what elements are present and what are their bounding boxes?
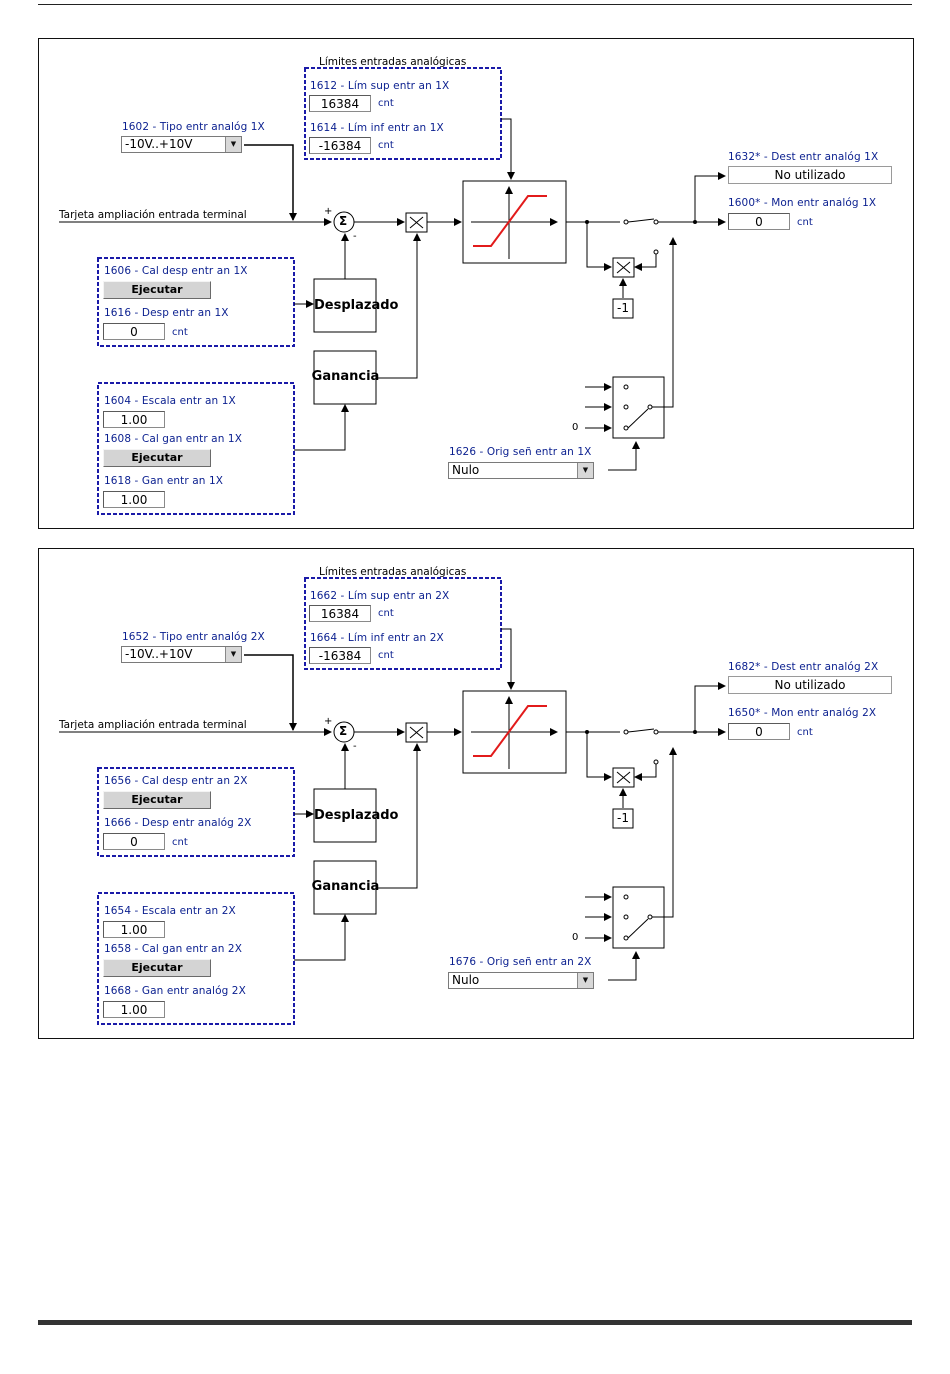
source-label: 1626 - Orig señ entr an 1X: [449, 446, 592, 458]
mon-field: 0: [728, 213, 790, 230]
source-select[interactable]: Nulo ▼: [448, 972, 594, 989]
offset-cal-label: 1606 - Cal desp entr an 1X: [104, 265, 248, 277]
negative-one-box: [612, 298, 634, 319]
gain-cal-label: 1608 - Cal gan entr an 1X: [104, 433, 242, 445]
mon-label: 1650* - Mon entr analóg 2X: [728, 707, 877, 719]
offset-field[interactable]: 0: [103, 323, 165, 340]
lower-limit-field[interactable]: -16384: [309, 647, 371, 664]
dest-label: 1632* - Dest entr analóg 1X: [728, 151, 879, 163]
offset-cal-label: 1656 - Cal desp entr an 2X: [104, 775, 248, 787]
zero-input-label: 0: [572, 932, 579, 943]
negative-one-label: -1: [617, 301, 629, 315]
bottom-rule: [38, 1320, 912, 1325]
dest-field[interactable]: No utilizado: [728, 676, 892, 694]
type-select-value: -10V..+10V: [125, 137, 193, 151]
plus-sign: +: [324, 716, 333, 727]
sigma-icon: Σ: [339, 214, 348, 228]
offset-field[interactable]: 0: [103, 833, 165, 850]
offset-dashed-box: [97, 767, 295, 857]
offset-block-label: Desplazado: [314, 298, 399, 313]
gain-execute-button[interactable]: Ejecutar: [103, 959, 211, 977]
gain-dashed-box: [97, 382, 295, 515]
limits-title: Límites entradas analógicas: [319, 56, 467, 68]
chevron-down-icon[interactable]: ▼: [577, 463, 593, 478]
scale-field[interactable]: 1.00: [103, 411, 165, 428]
gain-block: [313, 860, 377, 915]
gain-label: 1618 - Gan entr an 1X: [104, 475, 224, 487]
gain-field[interactable]: 1.00: [103, 1001, 165, 1018]
scale-label: 1654 - Escala entr an 2X: [104, 905, 236, 917]
lower-limit-field[interactable]: -16384: [309, 137, 371, 154]
type-select[interactable]: -10V..+10V ▼: [121, 646, 242, 663]
analog-input-1x-panel: Límites entradas analógicas 1612 - Lím s…: [38, 38, 914, 529]
lower-limit-unit: cnt: [378, 140, 394, 151]
gain-block-label: Ganancia: [311, 879, 380, 894]
offset-label: 1666 - Desp entr analóg 2X: [104, 817, 252, 829]
gain-execute-button[interactable]: Ejecutar: [103, 449, 211, 467]
source-label: 1676 - Orig señ entr an 2X: [449, 956, 592, 968]
analog-input-2x-panel: Límites entradas analógicas 1662 - Lím s…: [38, 548, 914, 1039]
negative-one-box: [612, 808, 634, 829]
mon-unit: cnt: [797, 727, 813, 738]
plus-sign: +: [324, 206, 333, 217]
upper-limit-unit: cnt: [378, 98, 394, 109]
gain-block-label: Ganancia: [311, 369, 380, 384]
source-select-value: Nulo: [452, 973, 480, 987]
type-label: 1602 - Tipo entr analóg 1X: [122, 121, 265, 133]
offset-block: [313, 788, 377, 843]
dest-field[interactable]: No utilizado: [728, 166, 892, 184]
lower-limit-label: 1664 - Lím inf entr an 2X: [310, 632, 444, 644]
lower-limit-label: 1614 - Lím inf entr an 1X: [310, 122, 444, 134]
top-rule: [38, 4, 912, 5]
offset-unit: cnt: [172, 327, 188, 338]
upper-limit-field[interactable]: 16384: [309, 605, 371, 622]
offset-dashed-box: [97, 257, 295, 347]
zero-input-label: 0: [572, 422, 579, 433]
offset-block-label: Desplazado: [314, 808, 399, 823]
dest-label: 1682* - Dest entr analóg 2X: [728, 661, 879, 673]
limits-title: Límites entradas analógicas: [319, 566, 467, 578]
negative-one-label: -1: [617, 811, 629, 825]
limits-dashed-box: [304, 577, 502, 670]
scale-field[interactable]: 1.00: [103, 921, 165, 938]
input-label: Tarjeta ampliación entrada terminal: [59, 719, 247, 731]
signal-flow-lines: [59, 67, 726, 515]
upper-limit-unit: cnt: [378, 608, 394, 619]
source-select[interactable]: Nulo ▼: [448, 462, 594, 479]
sigma-icon: Σ: [339, 724, 348, 738]
mon-unit: cnt: [797, 217, 813, 228]
limits-dashed-box: [304, 67, 502, 160]
upper-limit-label: 1612 - Lím sup entr an 1X: [310, 80, 450, 92]
gain-block: [313, 350, 377, 405]
chevron-down-icon[interactable]: ▼: [225, 137, 241, 152]
type-select-value: -10V..+10V: [125, 647, 193, 661]
offset-execute-button[interactable]: Ejecutar: [103, 791, 211, 809]
gain-field[interactable]: 1.00: [103, 491, 165, 508]
input-label: Tarjeta ampliación entrada terminal: [59, 209, 247, 221]
offset-label: 1616 - Desp entr an 1X: [104, 307, 229, 319]
limiter-curve: [473, 705, 547, 757]
minus-sign: -: [353, 231, 357, 242]
upper-limit-label: 1662 - Lím sup entr an 2X: [310, 590, 450, 602]
chevron-down-icon[interactable]: ▼: [225, 647, 241, 662]
scale-label: 1604 - Escala entr an 1X: [104, 395, 236, 407]
offset-execute-button[interactable]: Ejecutar: [103, 281, 211, 299]
mon-field: 0: [728, 723, 790, 740]
lower-limit-unit: cnt: [378, 650, 394, 661]
minus-sign: -: [353, 741, 357, 752]
source-select-value: Nulo: [452, 463, 480, 477]
signal-flow-lines: [59, 577, 726, 1025]
upper-limit-field[interactable]: 16384: [309, 95, 371, 112]
gain-label: 1668 - Gan entr analóg 2X: [104, 985, 246, 997]
type-select[interactable]: -10V..+10V ▼: [121, 136, 242, 153]
limiter-curve: [473, 195, 547, 247]
gain-dashed-box: [97, 892, 295, 1025]
offset-unit: cnt: [172, 837, 188, 848]
mon-label: 1600* - Mon entr analóg 1X: [728, 197, 877, 209]
gain-cal-label: 1658 - Cal gan entr an 2X: [104, 943, 242, 955]
chevron-down-icon[interactable]: ▼: [577, 973, 593, 988]
type-label: 1652 - Tipo entr analóg 2X: [122, 631, 265, 643]
